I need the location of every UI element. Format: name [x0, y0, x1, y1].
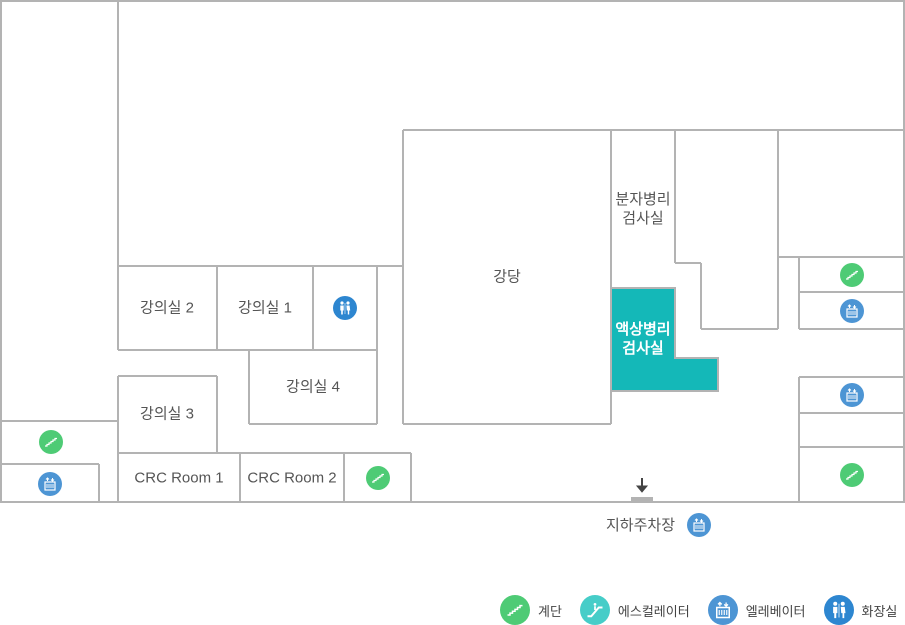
room-lecture-1[interactable]: 강의실 1: [238, 299, 292, 317]
elevator-icon: [707, 595, 738, 625]
legend-stairs: 계단: [500, 595, 562, 625]
stairs-icon[interactable]: [39, 430, 63, 454]
room-lecture-2[interactable]: 강의실 2: [140, 299, 194, 317]
restroom-icon[interactable]: [333, 296, 357, 320]
arrow-down-icon: [635, 478, 649, 493]
parking-entrance-marker: [631, 497, 653, 502]
room-liquid-pathology-lab[interactable]: 액상병리 검사실: [615, 321, 671, 357]
room-auditorium[interactable]: 강당: [493, 268, 521, 286]
elevator-icon[interactable]: [840, 299, 864, 323]
elevator-icon[interactable]: [38, 472, 62, 496]
room-lecture-3[interactable]: 강의실 3: [140, 405, 194, 423]
parking-label[interactable]: 지하주차장: [606, 517, 676, 534]
elevator-icon[interactable]: [687, 513, 711, 537]
room-lecture-4[interactable]: 강의실 4: [286, 378, 340, 396]
legend: 계단 에스컬레이터 엘레베이터 화장실: [500, 595, 897, 625]
escalator-icon: [579, 595, 610, 625]
restroom-icon: [823, 595, 854, 625]
legend-escalator: 에스컬레이터: [579, 595, 690, 625]
room-molecular-pathology-lab[interactable]: 분자병리 검사실: [615, 191, 671, 227]
stairs-icon[interactable]: [840, 263, 864, 287]
stairs-icon: [500, 595, 530, 625]
elevator-icon[interactable]: [840, 383, 864, 407]
stairs-icon[interactable]: [840, 463, 864, 487]
legend-elevator: 엘레베이터: [707, 595, 806, 625]
stairs-icon[interactable]: [366, 466, 390, 490]
legend-restroom: 화장실: [823, 595, 897, 625]
room-crc-2[interactable]: CRC Room 2: [247, 469, 337, 487]
room-crc-1[interactable]: CRC Room 1: [134, 469, 224, 487]
